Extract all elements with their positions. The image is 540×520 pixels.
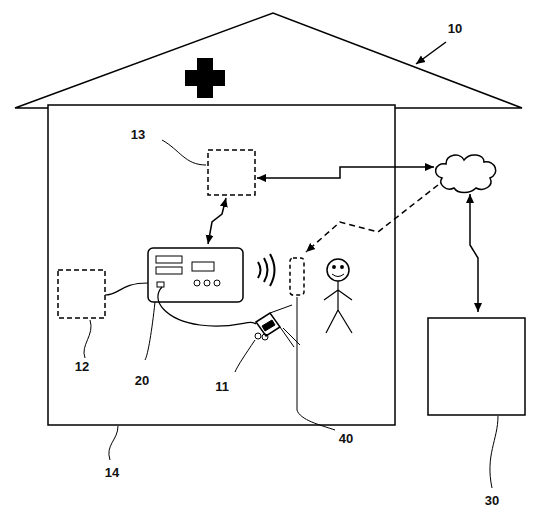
leader-line — [109, 426, 118, 460]
leader-line — [235, 340, 255, 372]
connector — [470, 194, 478, 312]
callout-number: 10 — [446, 21, 464, 36]
wire — [105, 283, 148, 295]
callout-number: 12 — [73, 359, 91, 374]
leader-line — [84, 320, 91, 358]
leader-line — [145, 302, 155, 360]
callout-number: 30 — [483, 493, 501, 508]
remote-server — [428, 318, 525, 415]
syringe — [256, 313, 280, 336]
building — [48, 105, 395, 425]
callout-number: 40 — [337, 431, 355, 446]
dashed-box — [208, 150, 255, 195]
wireless-link — [306, 185, 438, 252]
cross-symbol — [185, 58, 225, 98]
callout-number: 13 — [129, 127, 147, 142]
cloud — [436, 155, 496, 193]
callout-number: 14 — [103, 465, 121, 480]
infusion-device — [148, 248, 243, 302]
wearable-sensor — [290, 258, 304, 295]
dashed-box — [58, 270, 105, 318]
wireless-link — [208, 198, 226, 244]
roof — [15, 13, 522, 108]
callout-number: 11 — [213, 379, 231, 394]
callout-number: 20 — [133, 373, 151, 388]
connector — [257, 167, 434, 178]
leader-line — [297, 297, 335, 430]
leader-arrow — [416, 42, 446, 64]
patient — [327, 259, 349, 281]
leader-line — [490, 416, 498, 488]
leader-line — [162, 140, 206, 165]
tube — [158, 287, 256, 326]
